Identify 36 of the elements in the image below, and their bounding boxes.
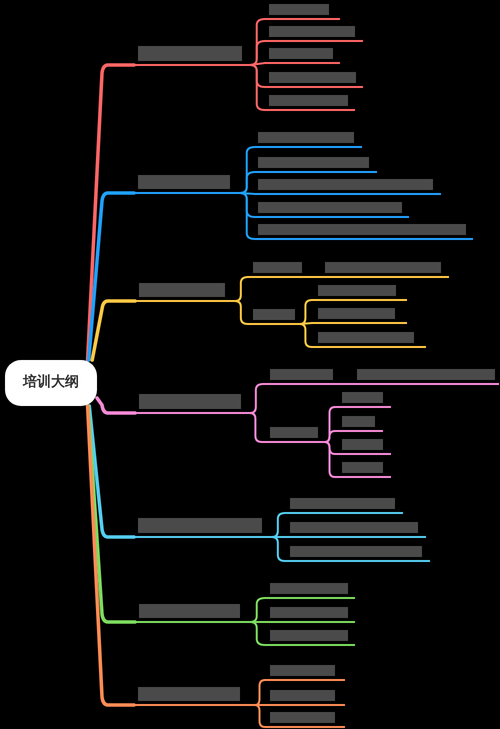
central-topic-label: 培训大纲 bbox=[23, 374, 79, 392]
branch-line bbox=[95, 396, 137, 415]
branch-line bbox=[324, 441, 336, 478]
branch-line bbox=[249, 621, 266, 646]
branch-line bbox=[249, 597, 266, 623]
branch-line bbox=[234, 276, 249, 302]
branch-line bbox=[299, 323, 313, 348]
branch-line bbox=[234, 300, 249, 325]
branch-line bbox=[254, 704, 266, 706]
branch-line bbox=[90, 299, 137, 362]
branch-line bbox=[324, 406, 336, 443]
branch-line bbox=[249, 412, 263, 443]
blurred-text-topic bbox=[255, 202, 409, 218]
blurred-text-topic bbox=[255, 157, 377, 173]
blurred-text-topic bbox=[255, 224, 473, 240]
branch-line bbox=[88, 404, 136, 539]
branch-line bbox=[249, 383, 264, 414]
branch-line bbox=[254, 679, 266, 706]
branch-line bbox=[86, 404, 136, 707]
branch-line bbox=[271, 536, 286, 562]
branch-line bbox=[86, 404, 137, 624]
blurred-text-topic bbox=[255, 132, 362, 148]
blurred-text-topic bbox=[255, 179, 441, 195]
branch-line bbox=[299, 299, 313, 325]
branch-line bbox=[254, 704, 266, 728]
branch-line bbox=[239, 171, 256, 194]
branch-line bbox=[309, 276, 319, 278]
branch-line bbox=[239, 192, 256, 240]
branch-line bbox=[271, 512, 286, 538]
branch-line bbox=[86, 191, 136, 362]
branch-line bbox=[299, 322, 313, 325]
central-topic-box bbox=[5, 360, 97, 406]
branch-line bbox=[249, 62, 266, 66]
branch-line bbox=[86, 63, 136, 362]
branch-line bbox=[324, 430, 336, 443]
branch-line bbox=[342, 383, 351, 385]
